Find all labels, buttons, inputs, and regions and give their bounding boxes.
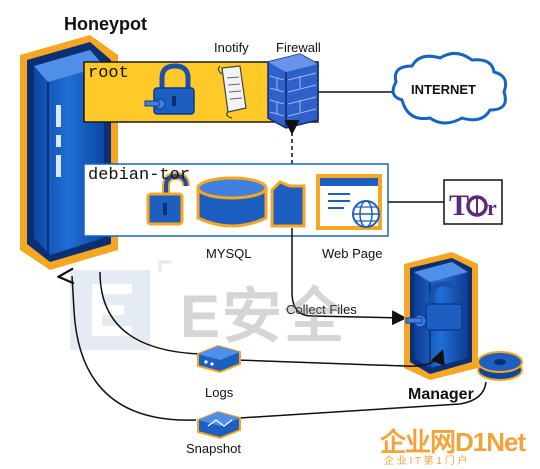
manager-lock-key-icon [405, 281, 463, 331]
svg-text:T: T [449, 189, 469, 222]
database-icon [196, 176, 268, 228]
firewall-icon [267, 53, 319, 129]
watermark-brand-sub: 企 业 I T 第 1 门 户 [384, 456, 468, 467]
webpage-icon [316, 174, 382, 230]
manager-label: Manager [408, 386, 474, 403]
snapshot-device-icon [197, 410, 241, 440]
logs-label: Logs [205, 385, 234, 400]
inotify-scroll-icon [217, 65, 247, 119]
inotify-label: Inotify [214, 40, 249, 55]
mysql-label: MYSQL [206, 246, 252, 261]
root-zone-label: root [88, 64, 129, 83]
collect-files-link [291, 228, 407, 326]
watermark-brand-main: 企业网D1Net [380, 427, 526, 457]
open-lock-icon [146, 171, 190, 226]
manager-snapshot-link [239, 381, 487, 419]
manager-disk-icon [477, 351, 523, 381]
honeypot-logs-link [99, 271, 201, 355]
tor-logo-icon: T r [443, 179, 503, 225]
folder-icon [270, 180, 306, 228]
honeypot-title: Honeypot [64, 14, 147, 34]
logs-manager-link [235, 349, 445, 367]
lock-icon [144, 63, 195, 115]
watermark-e-logo [70, 260, 412, 367]
logs-device-icon [197, 344, 241, 374]
watermark-center-text: E安全 [180, 283, 347, 350]
svg-text:r: r [487, 195, 497, 220]
collect-files-label: Collect Files [286, 302, 357, 317]
webpage-label: Web Page [322, 246, 383, 261]
internet-cloud-icon [391, 52, 508, 125]
snapshot-label: Snapshot [186, 441, 241, 456]
internet-label: INTERNET [411, 82, 476, 97]
snapshot-honeypot-link [72, 276, 197, 421]
firewall-label: Firewall [276, 40, 321, 55]
debian-tor-zone-label: debian-tor [88, 166, 191, 185]
